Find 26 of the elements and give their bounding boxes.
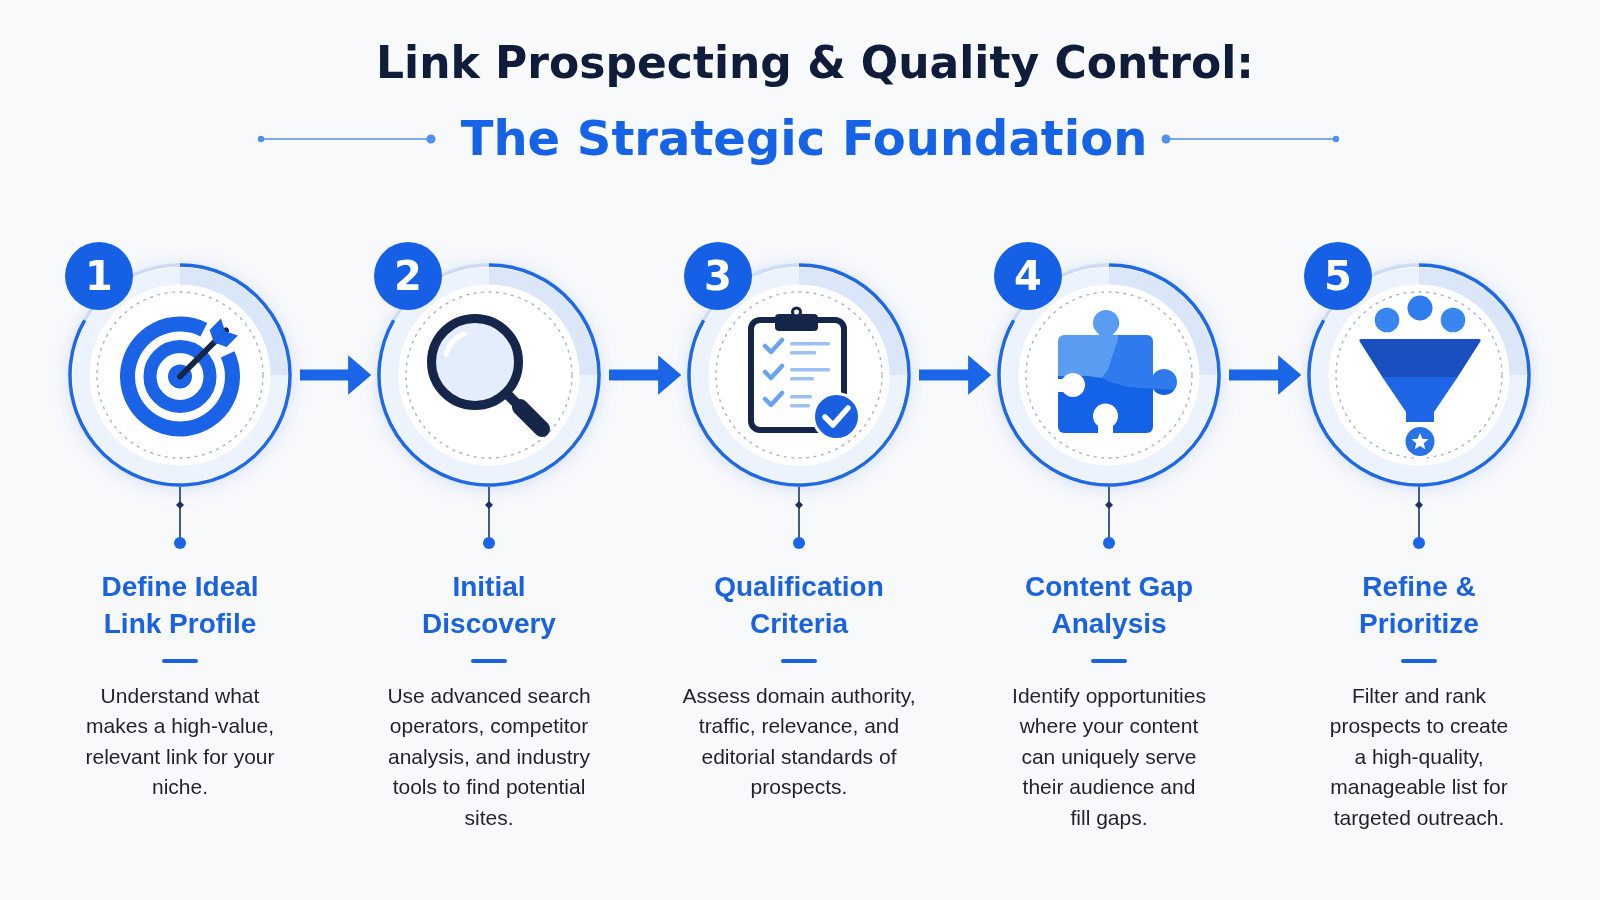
step-description: Assess domain authority, traffic, relevance, and editorial standards of prospects. — [681, 682, 917, 800]
connector-line — [1413, 486, 1425, 549]
connector-line — [1103, 486, 1115, 549]
step-description: Understand what makes a high-value, relevant link for your niche. — [85, 682, 275, 800]
step-description: Identify opportunities where your content can uniquely serve their audience and fill gaps. — [1011, 682, 1207, 831]
step-number: 1 — [65, 242, 133, 310]
step-heading: Qualification Criteria — [713, 570, 885, 641]
step-heading: Define Ideal Link Profile — [100, 570, 260, 641]
arrow — [1229, 355, 1302, 395]
subtitle: The Strategic Foundation — [460, 110, 1148, 166]
arrow — [609, 355, 682, 395]
step-heading: Content Gap Analysis — [1024, 570, 1194, 641]
step-number: 3 — [684, 242, 752, 310]
connector-line — [483, 486, 495, 549]
step-description: Filter and rank prospects to create a high-quality, manageable list for targeted outreach. — [1328, 682, 1510, 831]
connector-line — [793, 486, 805, 549]
step-number: 5 — [1304, 242, 1372, 310]
step-description: Use advanced search operators, competitor analysis, and industry tools to find potential sites. — [386, 682, 592, 831]
title: Link Prospecting & Quality Control: — [376, 37, 1254, 89]
step-heading: Refine & Prioritize — [1358, 570, 1480, 641]
step-number: 4 — [994, 242, 1062, 310]
step-heading: Initial Discovery — [421, 570, 557, 641]
step-number: 2 — [374, 242, 442, 310]
arrow — [300, 355, 372, 395]
connector-line — [174, 486, 186, 549]
arrow — [919, 355, 992, 395]
